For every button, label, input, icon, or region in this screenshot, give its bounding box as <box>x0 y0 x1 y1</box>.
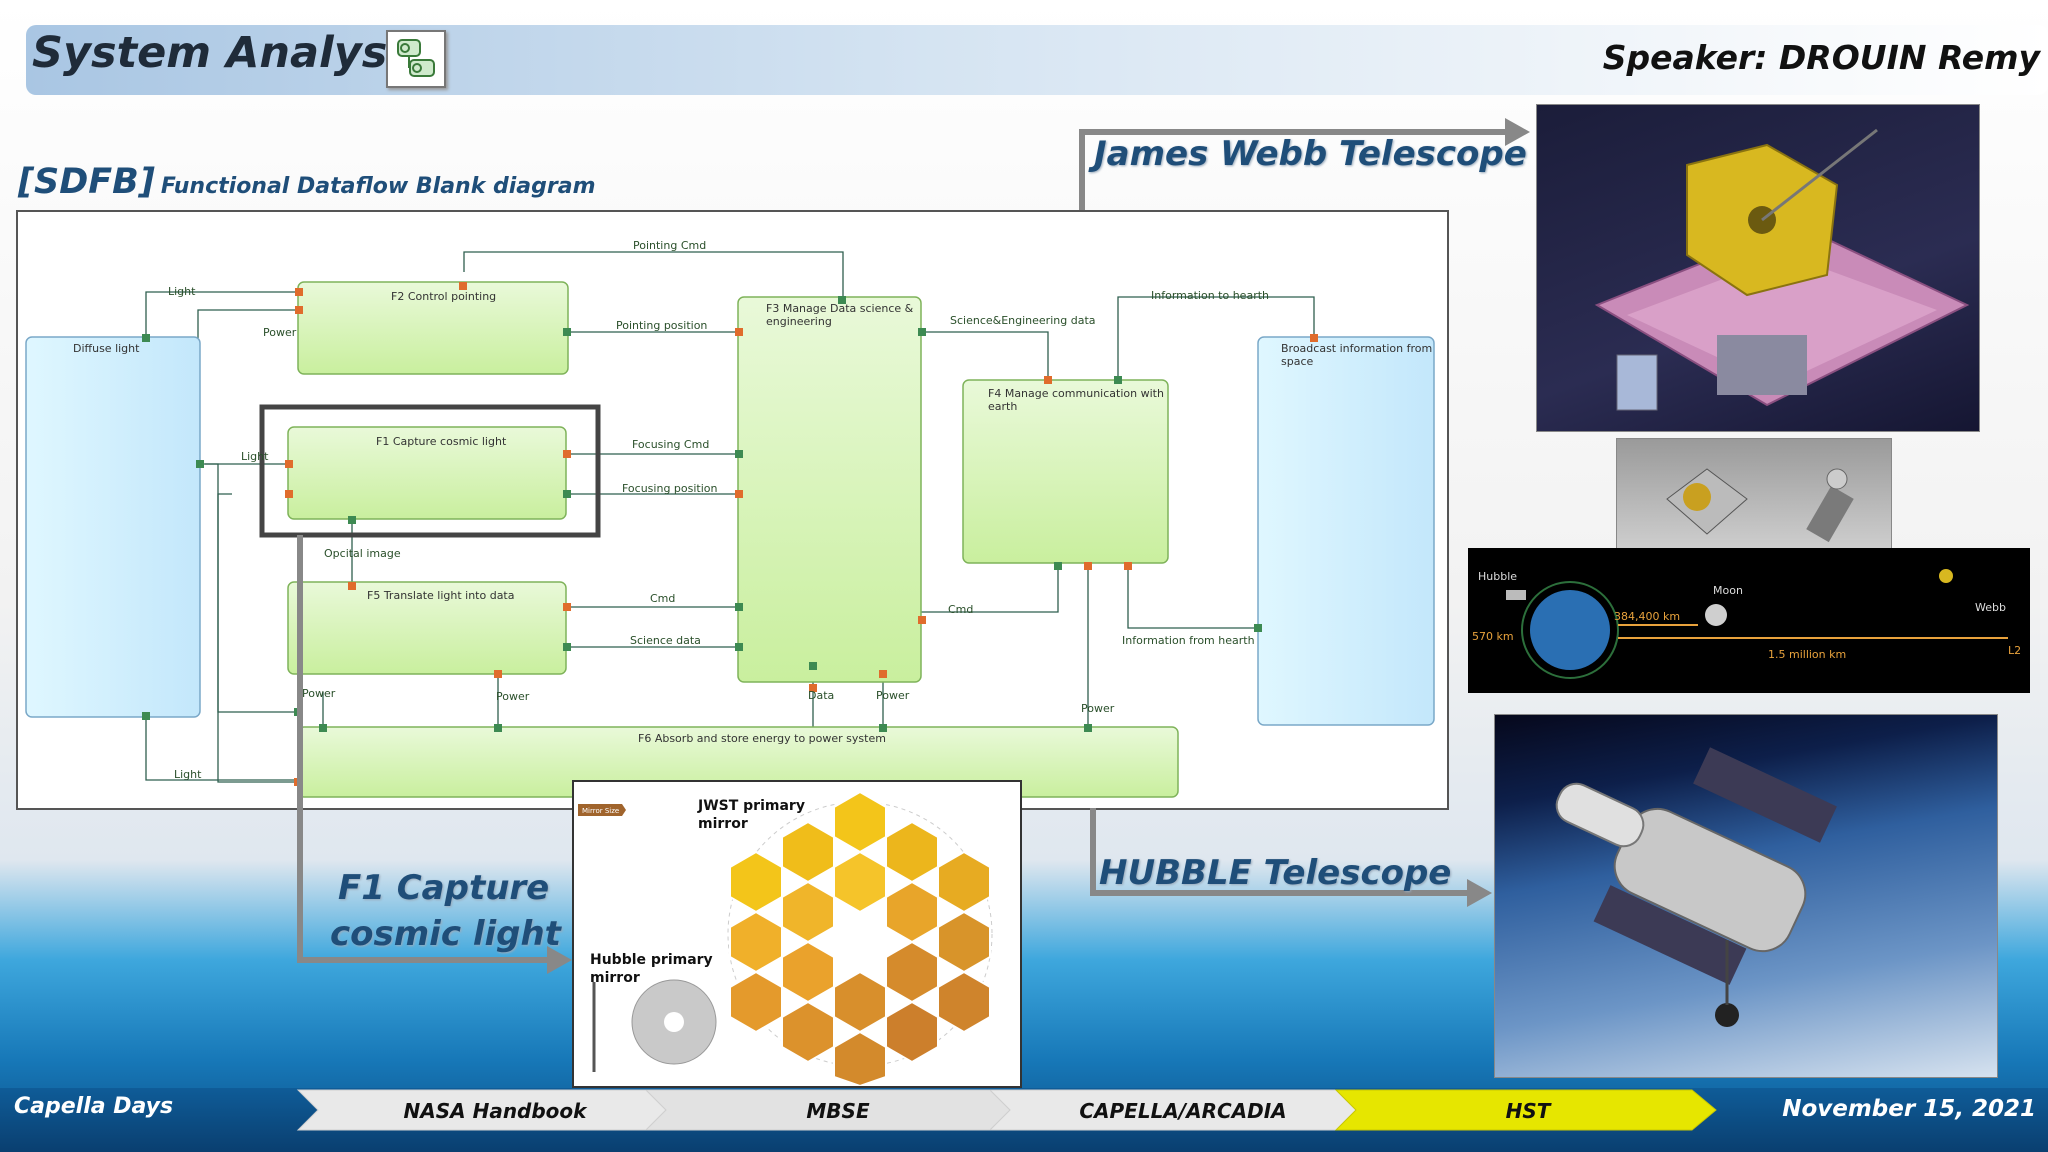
label-broadcast-line2: space <box>1281 355 1314 368</box>
diagram-type-icon <box>386 30 446 88</box>
label-f6: F6 Absorb and store energy to power syst… <box>638 732 886 745</box>
event-name: Capella Days <box>14 1094 174 1119</box>
jwst-mirror-label-2: mirror <box>698 816 748 832</box>
step-4-active[interactable] <box>1334 1089 1717 1131</box>
label-f1-line2: cosmic light <box>330 914 561 954</box>
function-f1 <box>287 426 567 520</box>
orbit-distance-hubble: 570 km <box>1472 630 1514 643</box>
hubble-photo <box>1494 714 1998 1078</box>
mirror-size-badge: Mirror Size <box>582 807 619 815</box>
flow-science-data: Science data <box>630 634 701 647</box>
label-f3-line1: F3 Manage Data science & <box>766 302 914 315</box>
diagram-subtitle: Functional Dataflow Blank diagram <box>160 174 596 199</box>
process-steps: NASA Handbook MBSE CAPELLA/ARCADIA HST <box>296 1089 1717 1131</box>
flow-info-from-hearth: Information from hearth <box>1122 634 1255 647</box>
label-f1: F1 Capture cosmic light <box>376 435 507 448</box>
label-f4-line1: F4 Manage communication with <box>988 387 1164 400</box>
flow-data: Data <box>808 689 834 702</box>
mirror-comparison: Mirror Size JWST primary <box>572 780 1022 1088</box>
event-date: November 15, 2021 <box>1782 1096 2036 1122</box>
jwst-mirror-label-1: JWST primary <box>697 798 805 814</box>
speaker-name: Speaker: DROUIN Remy <box>1602 38 2040 77</box>
diagram-heading: [SDFB]Functional Dataflow Blank diagram <box>18 162 596 202</box>
step-1-label: NASA Handbook <box>404 1099 589 1123</box>
flow-cmd-f4: Cmd <box>948 603 973 616</box>
orbit-label-moon: Moon <box>1713 584 1743 597</box>
hubble-mirror-label-2: mirror <box>590 970 640 986</box>
step-4-label: HST <box>1506 1099 1552 1123</box>
label-f4-line2: earth <box>988 400 1017 413</box>
label-broadcast-line1: Broadcast information from <box>1281 342 1432 355</box>
step-2-label: MBSE <box>806 1099 870 1123</box>
orbit-label-l2: L2 <box>2008 644 2021 657</box>
orbit-figure: Hubble Moon Webb 384,400 km 1.5 million … <box>1468 548 2030 693</box>
label-f5: F5 Translate light into data <box>367 589 515 602</box>
hubble-mirror-label-1: Hubble primary <box>590 952 713 968</box>
title-bar <box>26 25 2048 95</box>
orbit-label-hubble: Hubble <box>1478 570 1517 583</box>
f1-highlight <box>259 404 601 538</box>
label-jwst: James Webb Telescope <box>1094 134 1527 174</box>
flow-light-bottom: Light <box>174 768 202 781</box>
function-f5 <box>287 581 567 675</box>
flow-light-mid: Light <box>241 450 269 463</box>
function-f4 <box>962 379 1169 564</box>
orbit-label-webb: Webb <box>1975 601 2006 614</box>
function-f3 <box>737 296 922 683</box>
flow-light-top: Light <box>168 285 196 298</box>
flow-focusing-cmd: Focusing Cmd <box>632 438 709 451</box>
slide-title: System Analysis <box>32 28 428 78</box>
function-broadcast <box>1257 336 1435 726</box>
flow-power-f3: Power <box>876 689 910 702</box>
flow-pointing-cmd: Pointing Cmd <box>633 239 706 252</box>
flow-sci-eng-data: Science&Engineering data <box>950 314 1096 327</box>
flow-power-f5: Power <box>496 690 530 703</box>
flow-power-f4: Power <box>1081 702 1115 715</box>
flow-pointing-position: Pointing position <box>616 319 707 332</box>
flow-power-top: Power <box>263 326 297 339</box>
jwst-photo <box>1536 104 1980 432</box>
function-diffuse-light <box>25 336 201 718</box>
flow-focusing-position: Focusing position <box>622 482 718 495</box>
flow-info-to-hearth: Information to hearth <box>1151 289 1269 302</box>
flow-cmd-f5: Cmd <box>650 592 675 605</box>
orbit-distance-moon: 384,400 km <box>1614 610 1680 623</box>
dataflow-diagram: Diffuse light F2 Control pointing F1 Cap… <box>16 210 1449 810</box>
label-f2: F2 Control pointing <box>391 290 496 303</box>
flow-optical-image: Opcital image <box>324 547 401 560</box>
label-diffuse-light: Diffuse light <box>73 342 140 355</box>
flow-power-left: Power <box>302 687 336 700</box>
diagram-kind: [SDFB] <box>18 162 155 202</box>
label-hubble: HUBBLE Telescope <box>1099 853 1452 893</box>
orbit-distance-webb: 1.5 million km <box>1768 648 1846 661</box>
step-3-label: CAPELLA/ARCADIA <box>1079 1099 1286 1123</box>
label-f3-line2: engineering <box>766 315 832 328</box>
label-f1-line1: F1 Capture <box>338 868 550 908</box>
